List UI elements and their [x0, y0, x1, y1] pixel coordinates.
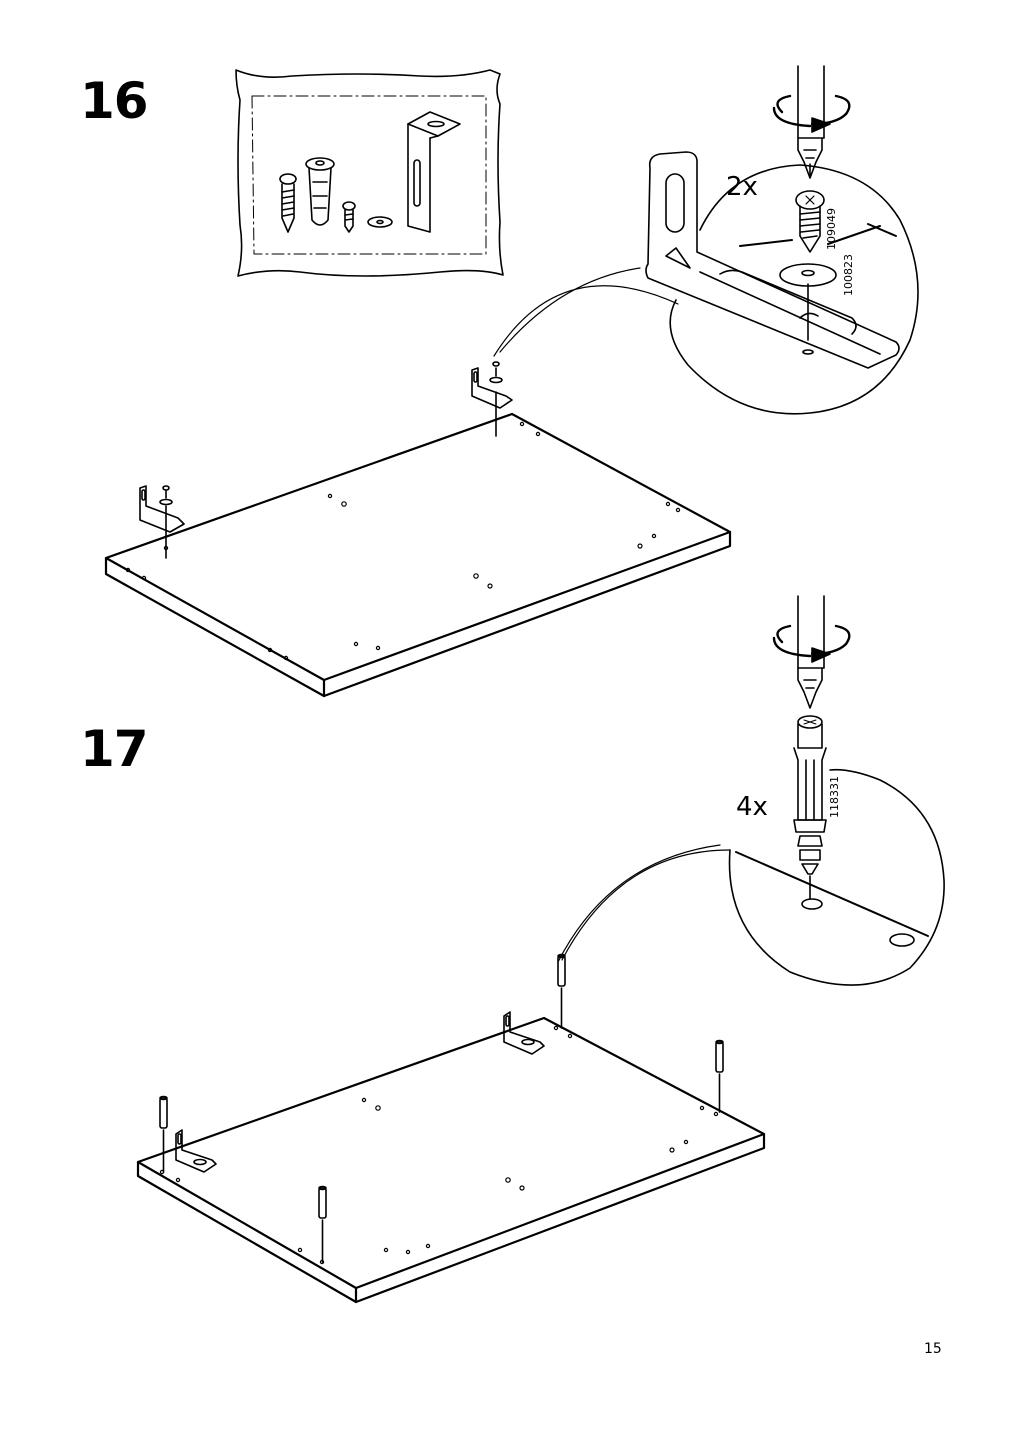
- panel-board: [104, 412, 732, 698]
- part-number: 100823: [842, 254, 855, 296]
- dowel: [557, 953, 566, 1029]
- part-number: 118331: [828, 776, 841, 818]
- bracket-mounted: [503, 1011, 545, 1055]
- quantity-label: 2x: [726, 172, 758, 202]
- bracket-mounted: [175, 1129, 217, 1173]
- screwdriver-icon: [797, 595, 825, 709]
- detail-circle: [557, 715, 945, 986]
- bracket-right: [471, 361, 513, 437]
- quantity-label: 4x: [736, 792, 768, 822]
- panel-holes: [125, 421, 681, 661]
- part-number: 109049: [825, 208, 838, 250]
- step-number: 16: [80, 72, 149, 130]
- panel-holes: [159, 1025, 719, 1265]
- rotate-clockwise-icon: [772, 94, 851, 133]
- panel-board: [136, 1016, 766, 1304]
- dowel: [159, 1095, 168, 1173]
- parts-bag-icon: [235, 69, 504, 277]
- page-number: 15: [924, 1341, 942, 1357]
- rotate-clockwise-icon: [772, 624, 851, 663]
- dowel: [318, 1185, 327, 1263]
- detail-circle: [493, 151, 919, 415]
- bracket-left: [139, 485, 185, 559]
- step-number: 17: [80, 720, 149, 778]
- dowel: [715, 1039, 724, 1113]
